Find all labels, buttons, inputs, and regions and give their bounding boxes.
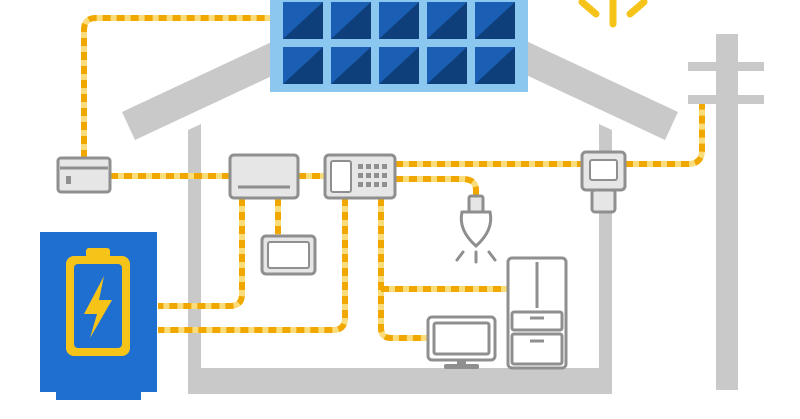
solar-cell-shade [475,2,515,39]
television-icon [426,315,497,369]
solar-panel-icon [270,0,528,92]
wire-controller-to-battery [158,198,348,333]
wire-controller-to-appliances [378,198,428,341]
light-bulb-icon [455,194,497,264]
battery-storage-icon [40,232,157,400]
monitor-display-icon [260,234,317,276]
wire-controller-to-bulb [395,176,479,196]
distribution-board-icon [56,156,112,194]
energy-controller-icon [323,153,397,200]
power-meter-icon [580,150,627,214]
solar-cell-shade [331,47,371,84]
solar-cell-shade [427,2,467,39]
refrigerator-icon [506,256,568,370]
solar-cell-shade [475,47,515,84]
wiring [81,15,705,341]
power-conditioner-icon [228,153,300,200]
utility-pole-icon [688,34,764,390]
sun-icon [578,0,648,28]
solar-cell-shade [283,2,323,39]
solar-cells [283,2,515,84]
solar-cell-shade [283,47,323,84]
solar-cell-shade [427,47,467,84]
solar-cell-shade [331,2,371,39]
solar-cell-shade [379,47,419,84]
house-outline [122,0,678,394]
solar-cell-shade [379,2,419,39]
